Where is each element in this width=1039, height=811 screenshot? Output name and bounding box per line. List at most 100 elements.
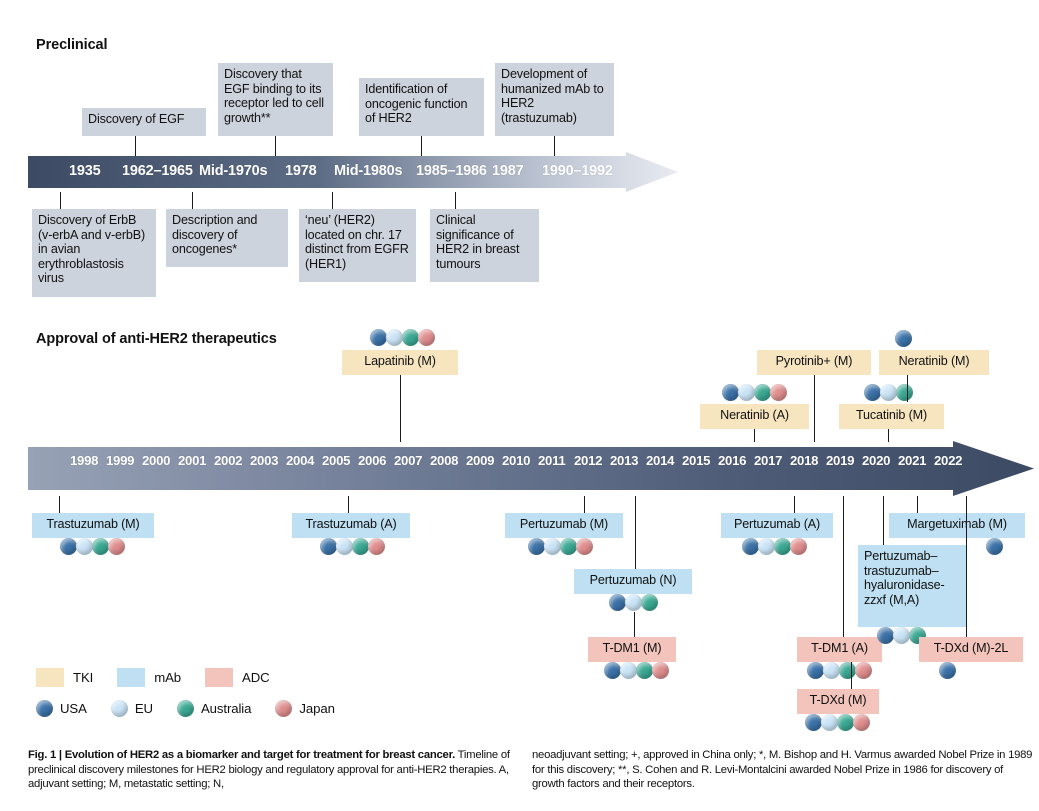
approval-connector-below-1: [348, 496, 349, 513]
legend-label-mab: mAb: [154, 670, 182, 685]
legend-dot-eu: [110, 700, 128, 717]
preclinical-milestone-above-0: Discovery of EGF: [82, 108, 206, 136]
approval-dot-usa: [742, 538, 759, 555]
legend-swatch-adc: [205, 668, 234, 687]
approval-dot-eu: [544, 538, 561, 555]
approval-dot-jpn: [770, 384, 787, 401]
approval-year-1998: 1998: [70, 453, 99, 468]
preclinical-connector-below-3: [455, 192, 456, 209]
preclinical-year-Mid-1980s: Mid-1980s: [334, 163, 403, 179]
approval-connector-below-3: [635, 496, 636, 569]
preclinical-year-1978: 1978: [285, 163, 317, 179]
approval-dots-above-4: [895, 330, 912, 347]
caption-right: neoadjuvant setting; +, approved in Chin…: [532, 749, 1033, 790]
approval-entry-pertuzumab-m-[interactable]: Pertuzumab (M): [505, 513, 623, 538]
approval-dot-usa: [528, 538, 545, 555]
approval-entry-lapatinib-m-[interactable]: Lapatinib (M): [342, 350, 458, 375]
approval-dot-eu: [821, 714, 838, 731]
approval-year-2012: 2012: [574, 453, 603, 468]
approval-entry-pyrotinib-m-[interactable]: Pyrotinib+ (M): [757, 350, 871, 375]
approval-dots-below-7: [805, 714, 870, 731]
approval-entry-t-dxd-m-2l[interactable]: T-DXd (M)-2L: [919, 637, 1023, 662]
preclinical-connector-above-2: [421, 136, 422, 156]
legend-label-usa: USA: [60, 701, 87, 716]
approval-dots-below-1: [320, 538, 385, 555]
preclinical-arrow-shape: [28, 152, 678, 192]
preclinical-year-1987: 1987: [492, 163, 524, 179]
approval-dots-below-4: [604, 662, 669, 679]
approval-year-2014: 2014: [646, 453, 675, 468]
approval-entry-margetuximab-m-[interactable]: Margetuximab (M): [889, 513, 1025, 538]
approval-arrow-shape: [28, 441, 1034, 496]
approval-entry-pertuzumab-n-[interactable]: Pertuzumab (N): [574, 569, 692, 594]
approval-dot-jpn: [576, 538, 593, 555]
approval-dot-eu: [823, 662, 840, 679]
approval-dots-below-8: [877, 627, 926, 644]
approval-year-2018: 2018: [790, 453, 819, 468]
approval-dot-aus: [896, 384, 913, 401]
approval-dot-eu: [386, 329, 403, 346]
approval-entry-pertuzumab-trastuzumab-hyaluronidase-zzxf-m-a-[interactable]: Pertuzumab–trastuzumab–hyaluronidase-zzx…: [858, 545, 966, 627]
approval-connector-above-4: [907, 375, 908, 402]
approval-year-2009: 2009: [466, 453, 495, 468]
approval-dots-below-10: [939, 662, 956, 679]
preclinical-year-1990–1992: 1990–1992: [542, 163, 613, 179]
approval-dot-jpn: [855, 662, 872, 679]
approval-entry-t-dxd-m-[interactable]: T-DXd (M): [797, 689, 879, 714]
approval-year-2003: 2003: [250, 453, 279, 468]
legend-dot-jpn: [275, 700, 293, 717]
approval-entry-tucatinib-m-[interactable]: Tucatinib (M): [839, 404, 944, 429]
approval-dots-above-1: [722, 384, 787, 401]
approval-dot-eu: [758, 538, 775, 555]
approval-entry-t-dm1-a-[interactable]: T-DM1 (A): [797, 637, 882, 662]
approval-dot-aus: [839, 662, 856, 679]
caption-left-body: Timeline of preclinical discovery milest…: [28, 749, 510, 790]
approval-dot-aus: [402, 329, 419, 346]
approval-dot-jpn: [790, 538, 807, 555]
preclinical-year-1962–1965: 1962–1965: [122, 163, 193, 179]
approval-entry-pertuzumab-a-[interactable]: Pertuzumab (A): [721, 513, 833, 538]
approval-dot-jpn: [108, 538, 125, 555]
approval-dot-jpn: [853, 714, 870, 731]
approval-connector-below-4: [634, 612, 635, 637]
approval-dots-below-2: [528, 538, 593, 555]
approval-connector-below-7: [851, 662, 852, 689]
approval-dot-aus: [352, 538, 369, 555]
approval-dots-above-0: [370, 329, 435, 346]
approval-year-2019: 2019: [826, 453, 855, 468]
approval-entry-t-dm1-m-[interactable]: T-DM1 (M): [588, 637, 676, 662]
legend-swatch-mab: [117, 668, 146, 687]
legend-dot-usa: [36, 700, 53, 717]
preclinical-heading: Preclinical: [36, 37, 108, 53]
approval-dot-eu: [893, 627, 910, 644]
preclinical-milestone-below-0: Discovery of ErbB (v-erbA and v-erbB) in…: [32, 209, 156, 297]
approval-connector-below-8: [883, 496, 884, 545]
preclinical-connector-above-1: [275, 136, 276, 156]
preclinical-connector-above-3: [554, 136, 555, 156]
preclinical-connector-above-0: [135, 136, 136, 156]
approval-entry-neratinib-m-[interactable]: Neratinib (M): [879, 350, 989, 375]
approval-year-2005: 2005: [322, 453, 351, 468]
approval-year-2010: 2010: [502, 453, 531, 468]
approval-entry-trastuzumab-a-[interactable]: Trastuzumab (A): [292, 513, 410, 538]
approval-connector-above-1: [754, 429, 755, 442]
approval-year-2011: 2011: [538, 453, 566, 468]
approval-dot-usa: [722, 384, 739, 401]
approval-dot-eu: [336, 538, 353, 555]
preclinical-year-1935: 1935: [69, 163, 101, 179]
approval-connector-below-5: [794, 496, 795, 513]
legend-dot-aus: [176, 700, 194, 717]
preclinical-milestone-below-3: Clinical significance of HER2 in breast …: [430, 209, 539, 282]
approval-entry-trastuzumab-m-[interactable]: Trastuzumab (M): [32, 513, 154, 538]
caption-left: Fig. 1 | Evolution of HER2 as a biomarke…: [28, 748, 523, 792]
approval-connector-below-2: [584, 496, 585, 513]
approval-connector-below-6: [843, 496, 844, 637]
approval-year-2022: 2022: [934, 453, 963, 468]
approval-entry-neratinib-a-[interactable]: Neratinib (A): [700, 404, 809, 429]
